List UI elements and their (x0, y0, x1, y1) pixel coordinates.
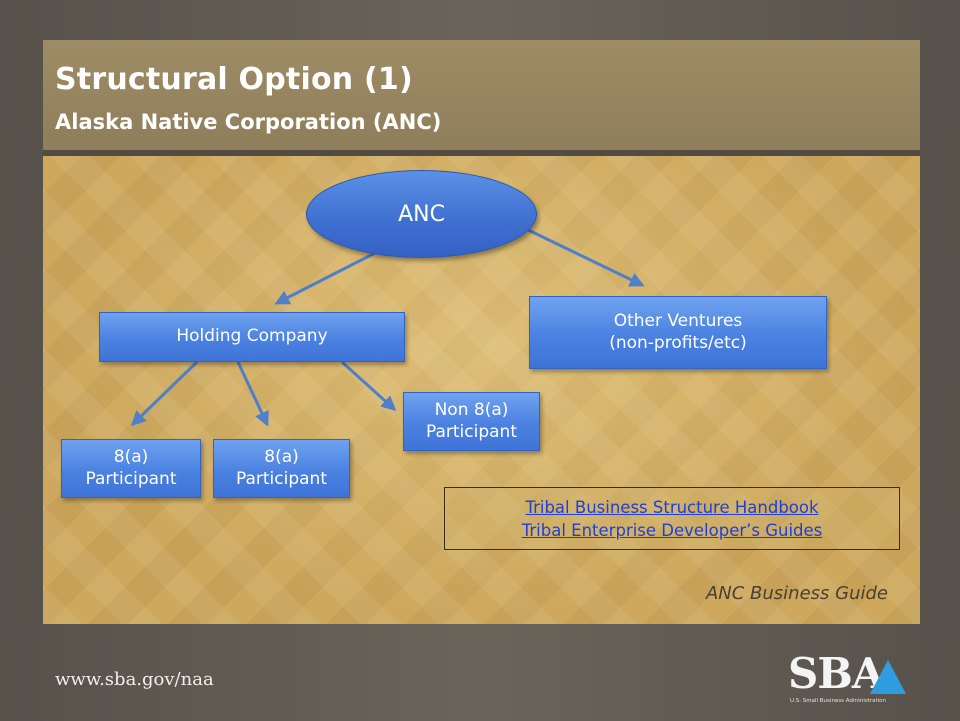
sba-logo-mark-icon (870, 660, 906, 694)
slide-subtitle: Alaska Native Corporation (ANC) (55, 110, 442, 134)
participant-a-line1: 8(a) (113, 447, 149, 468)
participant-a-line2: Participant (85, 468, 177, 489)
handbook-link[interactable]: Tribal Business Structure Handbook (525, 497, 819, 517)
participant-b-line1: 8(a) (264, 447, 299, 468)
other-ventures-label-line2: (non-profits/etc) (609, 332, 747, 353)
header-band (43, 40, 920, 150)
guide-label: ANC Business Guide (705, 583, 888, 604)
arrow-holding-to-non-participant (340, 360, 397, 412)
slide-title: Structural Option (1) (55, 62, 413, 97)
other-ventures-node: Other Ventures (non-profits/etc) (529, 296, 827, 369)
developer-guides-link[interactable]: Tribal Enterprise Developer’s Guides (521, 520, 823, 540)
non-participant-node: Non 8(a) Participant (403, 392, 540, 451)
non-participant-line1: Non 8(a) (434, 400, 509, 421)
holding-company-node: Holding Company (99, 312, 405, 362)
arrow-anc-to-holding (274, 251, 376, 305)
sba-logo-text: SBA (788, 649, 884, 698)
sba-logo: SBA U.S. Small Business Administration (788, 652, 908, 708)
arrow-holding-to-participant-a (130, 360, 199, 427)
resource-links-box: Tribal Business Structure Handbook Triba… (444, 487, 900, 550)
participant-b-line2: Participant (235, 468, 327, 489)
non-participant-line2: Participant (425, 421, 517, 442)
arrow-anc-to-ventures (519, 224, 645, 287)
footer-url: www.sba.gov/naa (55, 669, 214, 690)
header-divider (43, 150, 920, 156)
anc-node: ANC (306, 170, 537, 258)
sba-logo-subtext: U.S. Small Business Administration (790, 698, 887, 704)
other-ventures-label-line1: Other Ventures (613, 311, 743, 332)
participant-node-a: 8(a) Participant (61, 439, 201, 498)
holding-company-label: Holding Company (176, 326, 328, 347)
arrow-holding-to-participant-b (236, 361, 269, 427)
participant-node-b: 8(a) Participant (213, 439, 350, 498)
